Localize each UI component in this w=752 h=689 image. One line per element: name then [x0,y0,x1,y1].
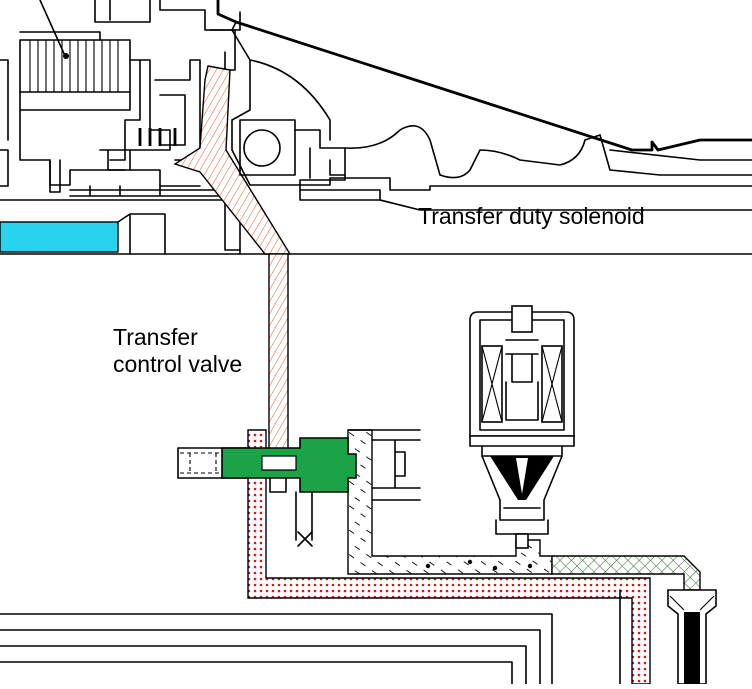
shaft-rings [69,185,231,197]
label-transfer-duty-solenoid: Transfer duty solenoid [418,203,645,229]
bearing-elements [138,128,177,146]
bearing-housing [239,119,296,176]
transmission-case-section [0,0,752,255]
bottom-passages [0,589,621,685]
transfer-pressure-passage-top [173,65,292,255]
left-housing-edge [0,59,9,187]
drain-passage [347,429,553,575]
clutch-pack [19,0,151,111]
label-transfer-control-valve-line2: control valve [113,351,242,377]
housing-wall [19,109,201,187]
transfer-clutch-piston [667,589,717,685]
shaft-flange [117,213,166,255]
transfer-pressure-line [268,253,289,451]
label-transfer-control-valve-line1: Transfer [113,324,198,350]
case-inner-contour [344,124,752,179]
transfer-control-valve [177,429,421,547]
valve-body-passages [129,59,171,171]
transfer-duty-solenoid [469,305,575,549]
transfer-case-cover [216,0,752,152]
passage-dots [425,559,533,571]
exhaust-x [297,531,313,547]
cyan-output-shaft [0,221,119,253]
